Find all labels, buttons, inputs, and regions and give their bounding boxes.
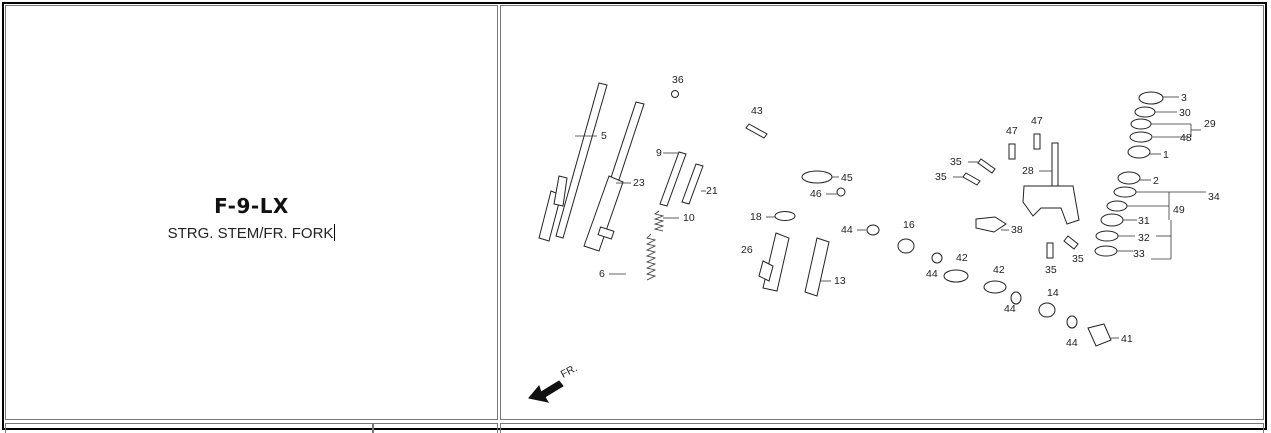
callout: 35 xyxy=(950,156,962,168)
fork-spring xyxy=(609,233,657,281)
bolt-43 xyxy=(745,123,768,139)
direction-label: FR. xyxy=(559,362,580,381)
callout: 46 xyxy=(810,188,822,200)
callout: 38 xyxy=(1011,224,1023,236)
part-description: STRG. STEM/FR. FORK xyxy=(167,225,334,242)
callout: 41 xyxy=(1121,333,1133,345)
steering-stem-28 xyxy=(1022,142,1080,225)
fork-leg-left xyxy=(538,82,608,242)
race-31 xyxy=(1100,213,1137,227)
callout: 44 xyxy=(926,268,938,280)
callout: 1 xyxy=(1163,149,1169,161)
callout: 48 xyxy=(1180,132,1192,144)
top-nut-3 xyxy=(1138,91,1179,105)
bearing-48 xyxy=(1129,131,1189,143)
callout: 28 xyxy=(1022,165,1034,177)
callout: 44 xyxy=(841,224,853,236)
part-info-panel: F-9-LX STRG. STEM/FR. FORK xyxy=(5,5,498,420)
callout: 6 xyxy=(599,268,605,280)
bolt-47-a xyxy=(1008,143,1016,160)
callout: 26 xyxy=(741,244,753,256)
callout: 2 xyxy=(1153,175,1159,187)
callout: 29 xyxy=(1204,118,1216,130)
bolt-35-d xyxy=(1063,235,1079,250)
callout: 43 xyxy=(751,105,763,117)
callout: 5 xyxy=(601,130,607,142)
oring-18 xyxy=(766,211,796,221)
callout: 35 xyxy=(1045,264,1057,276)
text-cursor xyxy=(334,224,336,241)
fork-tube-21 xyxy=(681,163,706,205)
callout: 44 xyxy=(1004,303,1016,315)
washer-30 xyxy=(1134,106,1177,118)
callout: 42 xyxy=(993,264,1005,276)
callout: 30 xyxy=(1179,107,1191,119)
washer-44-a xyxy=(857,224,880,236)
nut-14 xyxy=(1038,302,1056,318)
callout: 18 xyxy=(750,211,762,223)
callout: 36 xyxy=(672,74,684,86)
washer-44-d xyxy=(1066,315,1078,329)
exploded-diagram: FR. 36 5 23 43 9 21 10 6 45 46 18 44 16 … xyxy=(528,74,1220,403)
callout: 14 xyxy=(1047,287,1059,299)
callout: 47 xyxy=(1031,115,1043,127)
callout: 49 xyxy=(1173,204,1185,216)
callout-labels: 36 5 23 43 9 21 10 6 45 46 18 44 16 26 1… xyxy=(599,74,1220,349)
callout: 44 xyxy=(1066,337,1078,349)
callout: 13 xyxy=(834,275,846,287)
callout: 35 xyxy=(1072,253,1084,265)
callout: 9 xyxy=(656,147,662,159)
table-cell xyxy=(373,423,498,433)
part-code: F-9-LX xyxy=(214,194,289,218)
race-29 xyxy=(1130,118,1191,130)
callout: 34 xyxy=(1208,191,1220,203)
bearing-49 xyxy=(1106,200,1169,212)
callout: 16 xyxy=(903,219,915,231)
callout: 31 xyxy=(1138,215,1150,227)
callout: 35 xyxy=(935,171,947,183)
bolt-36 xyxy=(671,90,679,98)
oring-45 xyxy=(801,170,839,184)
race-32 xyxy=(1095,230,1135,242)
front-direction-arrow: FR. xyxy=(528,362,580,403)
bolt-47-b xyxy=(1033,133,1041,150)
callout: 45 xyxy=(841,172,853,184)
washer-44-c xyxy=(1010,291,1022,305)
callout: 10 xyxy=(683,212,695,224)
bottom-case-26 xyxy=(758,232,790,292)
race-1 xyxy=(1127,145,1161,159)
race-34 xyxy=(1113,186,1206,198)
race-2 xyxy=(1117,171,1151,185)
washer-46 xyxy=(826,187,846,197)
callout: 33 xyxy=(1133,248,1145,260)
callout: 3 xyxy=(1181,92,1187,104)
bolt-35-a xyxy=(968,158,996,174)
callout: 23 xyxy=(633,177,645,189)
callout: 21 xyxy=(706,185,718,197)
part-description-line: STRG. STEM/FR. FORK xyxy=(6,224,497,242)
table-cell xyxy=(5,423,373,433)
cap-41 xyxy=(1087,323,1119,347)
inner-spring xyxy=(653,210,679,232)
oring-42-a xyxy=(943,269,969,283)
nut-16 xyxy=(897,238,915,254)
oring-42-b xyxy=(983,280,1007,294)
callout: 32 xyxy=(1138,232,1150,244)
fork-leg-right xyxy=(583,101,645,252)
fork-tube-9 xyxy=(659,151,687,207)
exploded-diagram-panel: FR. 36 5 23 43 9 21 10 6 45 46 18 44 16 … xyxy=(500,5,1264,420)
race-33 xyxy=(1094,245,1133,257)
bolt-35-c xyxy=(1046,242,1054,259)
bolt-35-b xyxy=(953,172,981,186)
washer-44-b xyxy=(931,252,943,264)
callout: 47 xyxy=(1006,125,1018,137)
bottom-case-13 xyxy=(804,237,831,297)
table-cell xyxy=(500,423,1264,433)
gasket-38 xyxy=(975,216,1009,233)
callout: 42 xyxy=(956,252,968,264)
next-table-row xyxy=(5,423,1264,433)
